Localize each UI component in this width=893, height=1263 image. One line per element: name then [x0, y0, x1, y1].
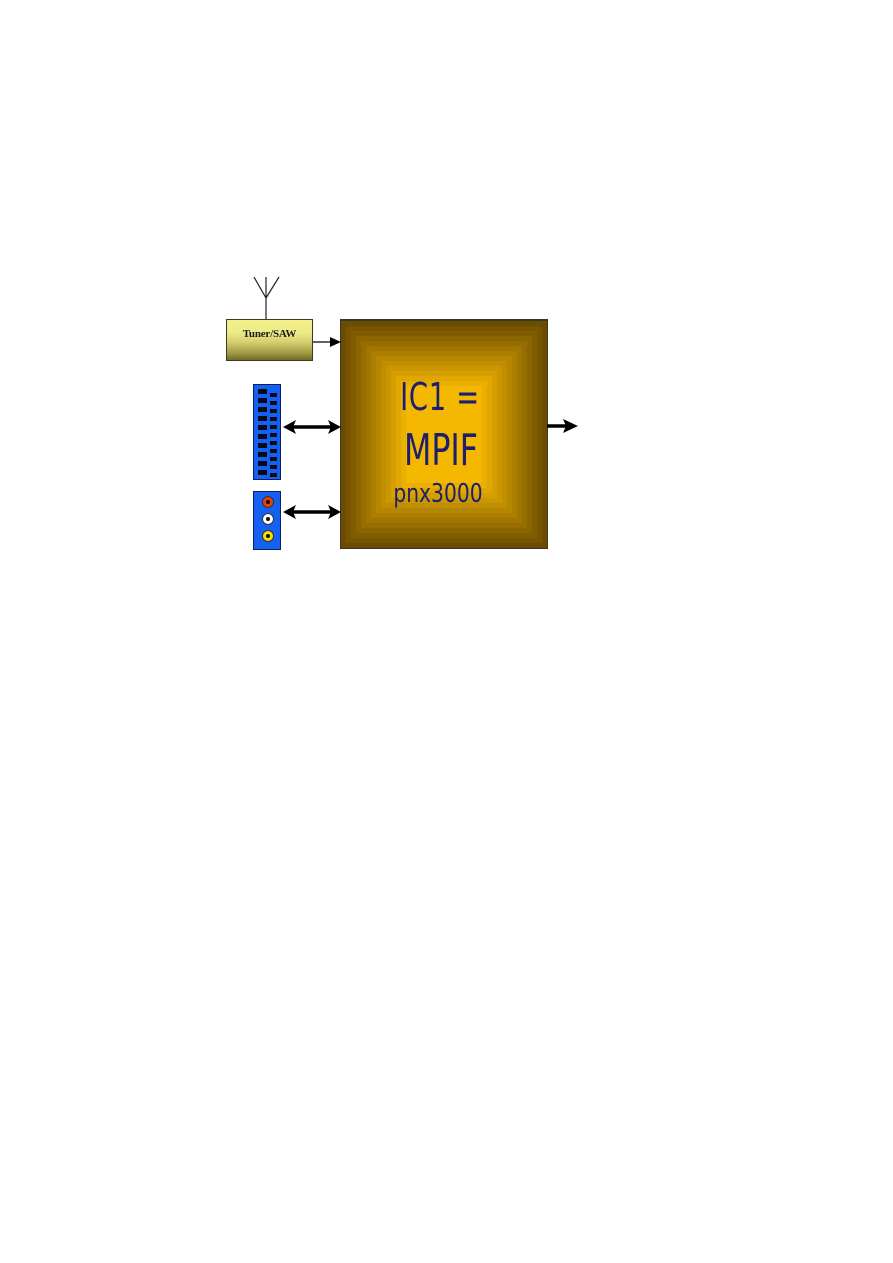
ic-label-line3: pnx3000 — [393, 479, 483, 509]
scart-pin-icon — [270, 425, 277, 429]
scart-pin-icon — [258, 452, 267, 457]
tuner-saw-label: Tuner/SAW — [242, 328, 297, 340]
scart-pin-icon — [258, 461, 267, 466]
ic1-mpif-block: IC1 = MPIF pnx3000 — [340, 319, 548, 549]
scart-pin-icon — [270, 401, 277, 405]
scart-pin-icon — [270, 433, 277, 437]
antenna-icon — [253, 276, 280, 319]
scart-pin-icon — [270, 441, 277, 445]
ic-label-line2: MPIF — [403, 425, 479, 476]
scart-pin-icon — [270, 457, 277, 461]
scart-pin-icon — [270, 393, 277, 397]
scart-ic-double-arrow — [283, 420, 341, 434]
rca-jacks-icon — [253, 491, 281, 550]
tuner-saw-block: Tuner/SAW — [226, 319, 313, 361]
scart-pin-icon — [270, 417, 277, 421]
scart-pin-icon — [258, 416, 267, 421]
scart-pin-icon — [258, 398, 267, 403]
scart-pin-icon — [258, 434, 267, 439]
scart-pin-icon — [258, 407, 267, 412]
ic-label-line1: IC1 = — [400, 375, 480, 419]
scart-pin-icon — [258, 443, 267, 448]
scart-pin-icon — [270, 409, 277, 413]
scart-pin-icon — [258, 389, 267, 394]
scart-pin-icon — [270, 465, 277, 469]
tuner-to-ic-arrow — [313, 337, 341, 347]
rca-ic-double-arrow — [283, 505, 341, 519]
scart-pin-icon — [258, 470, 267, 475]
ic-bevel-layer — [406, 386, 482, 483]
scart-connector-icon — [253, 384, 281, 480]
scart-pin-icon — [270, 449, 277, 453]
yellow-jack-icon — [262, 530, 274, 542]
scart-pin-icon — [270, 473, 277, 477]
ic-output-arrow — [547, 419, 578, 433]
scart-pin-icon — [258, 425, 267, 430]
white-jack-icon — [262, 513, 274, 525]
red-jack-icon — [262, 496, 274, 508]
